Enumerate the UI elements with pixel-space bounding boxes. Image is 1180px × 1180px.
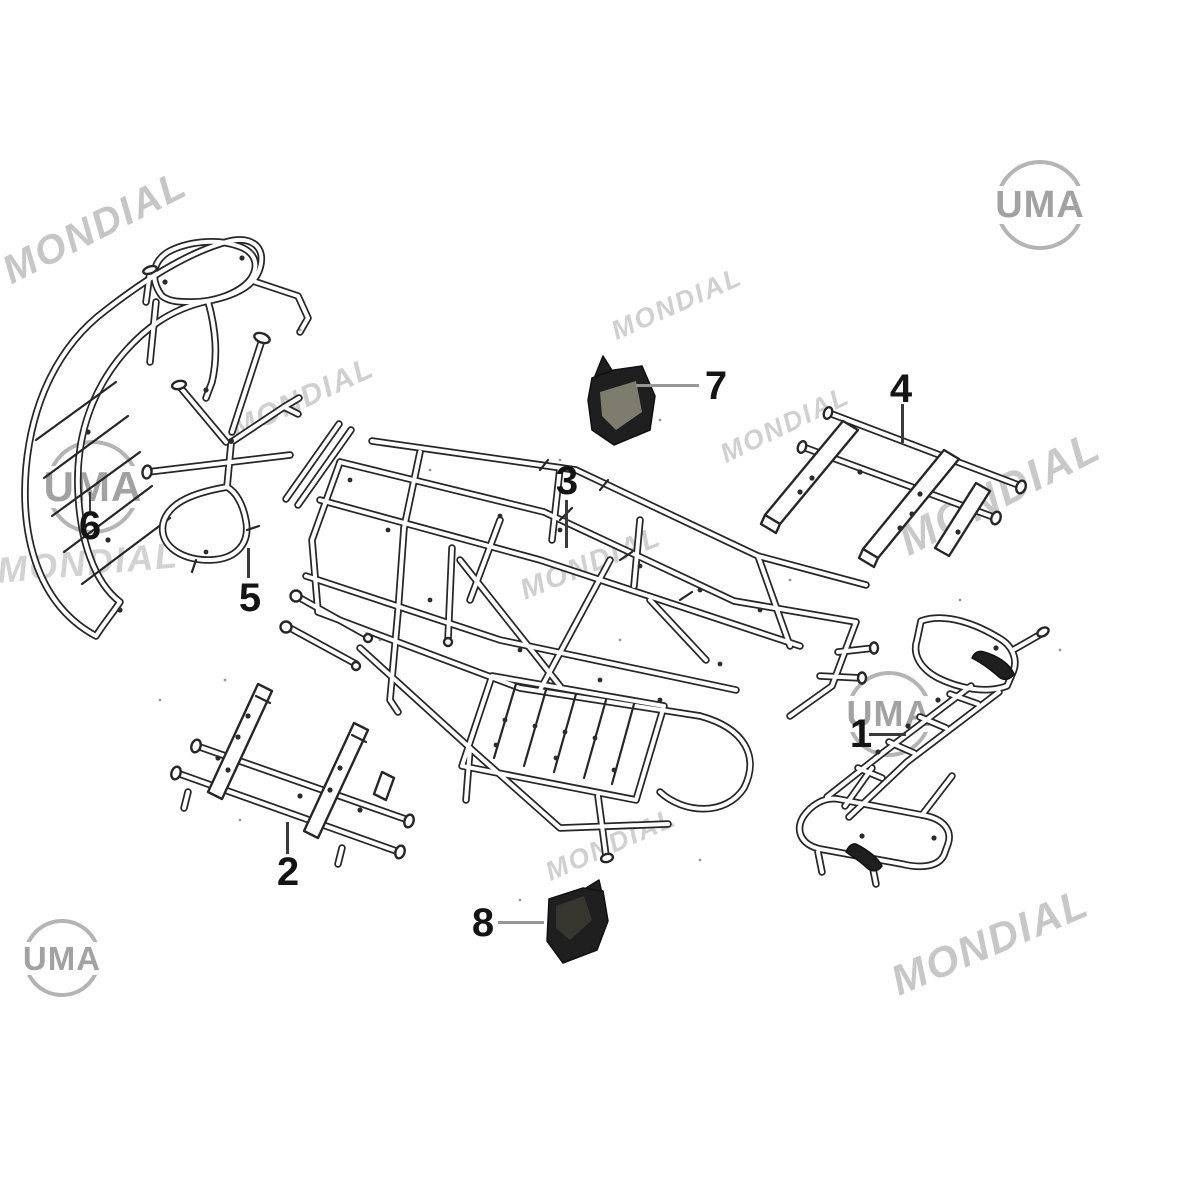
- leader-line-2: [286, 822, 289, 854]
- uma-logo-text: UMA: [992, 186, 1088, 224]
- part-4-rear-rack-drawing: [759, 405, 1027, 569]
- leader-line-7: [636, 384, 699, 387]
- leader-line-4: [901, 404, 904, 443]
- part-2-front-bumper-drawing: [170, 682, 415, 864]
- part-5-subframe-drawing: [141, 331, 299, 574]
- leader-line-1: [869, 733, 906, 736]
- uma-logo: UMA: [992, 160, 1088, 250]
- part-number-label-3: 3: [555, 459, 579, 503]
- part-1-rear-carrier-drawing: [800, 618, 1050, 884]
- part-number-label-5: 5: [238, 576, 262, 620]
- speckles: [158, 328, 1062, 902]
- leader-line-3: [565, 500, 568, 548]
- part-number-label-8: 8: [471, 901, 495, 945]
- part-number-label-7: 7: [704, 364, 728, 408]
- part-6-front-rack-drawing: [25, 240, 308, 636]
- part-number-label-1: 1: [849, 712, 873, 756]
- leader-line-6: [89, 492, 91, 512]
- leader-line-8: [498, 921, 544, 924]
- uma-logo-text: UMA: [19, 941, 105, 975]
- leader-line-5: [247, 548, 250, 578]
- part-number-label-4: 4: [889, 367, 913, 411]
- part-8-rubber-stop-drawing: [546, 879, 609, 964]
- part-number-label-6: 6: [78, 504, 102, 548]
- uma-logo: UMA: [19, 919, 105, 997]
- part-number-label-2: 2: [276, 850, 300, 894]
- part-7-rubber-stop-drawing: [587, 355, 656, 446]
